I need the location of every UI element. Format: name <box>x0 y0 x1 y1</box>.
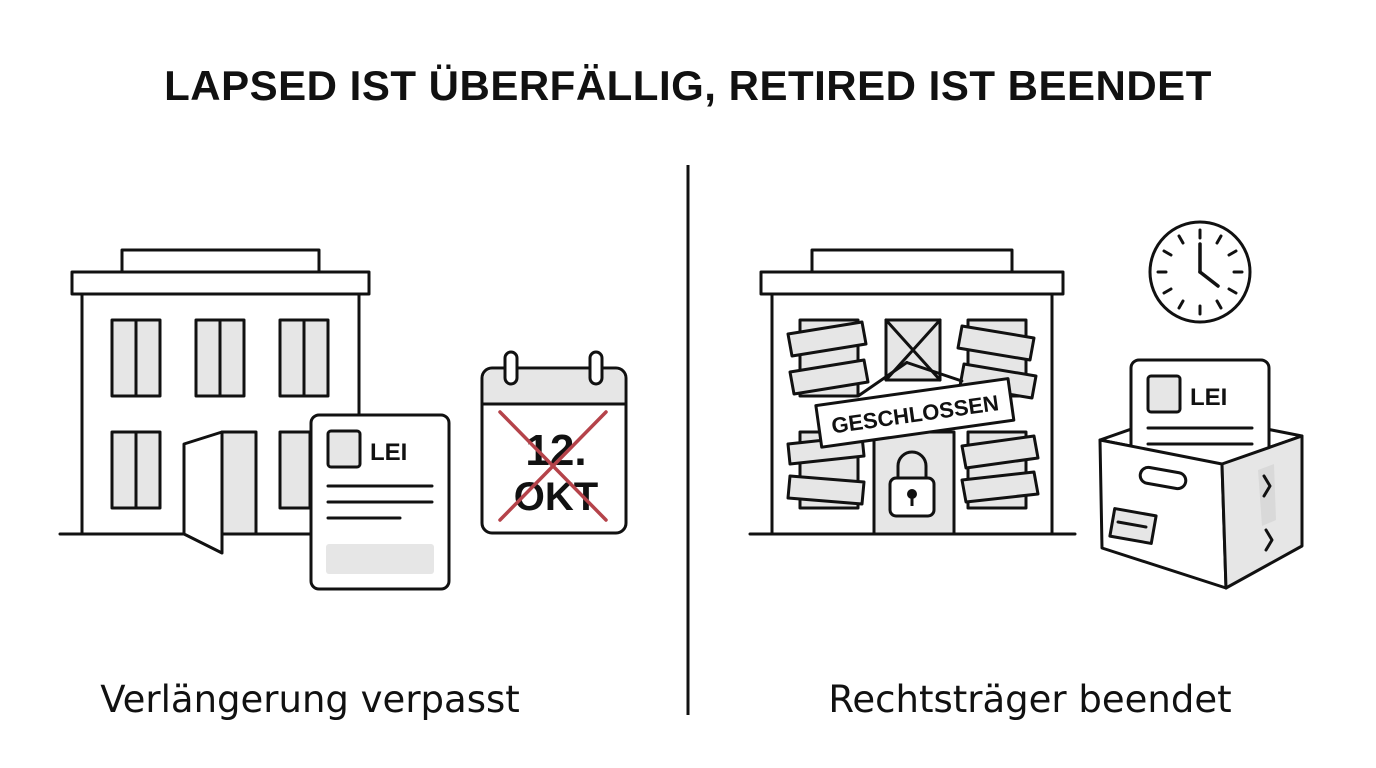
page-title: LAPSED IST ÜBERFÄLLIG, RETIRED IST BEEND… <box>164 62 1212 109</box>
padlock-icon <box>888 450 936 518</box>
document-label: LEI <box>370 439 407 466</box>
closed-building-icon: GESCHLOSSEN <box>748 248 1077 536</box>
building-windows <box>110 318 330 510</box>
wooden-boards <box>786 320 1040 506</box>
cardboard-box-icon: LEI <box>1098 358 1304 590</box>
document-label-right: LEI <box>1190 384 1227 411</box>
door-open-icon <box>182 430 258 555</box>
caption-left: Verlängerung verpasst <box>100 678 520 721</box>
right-panel: GESCHLOSSEN <box>748 220 1304 590</box>
left-panel: LEI 12. OKT <box>58 248 628 591</box>
clock-icon <box>1148 220 1252 324</box>
lei-document-icon: LEI <box>309 413 451 591</box>
calendar-icon: 12. OKT <box>480 350 628 535</box>
red-cross-icon <box>498 410 608 522</box>
caption-right: Rechtsträger beendet <box>828 678 1232 721</box>
